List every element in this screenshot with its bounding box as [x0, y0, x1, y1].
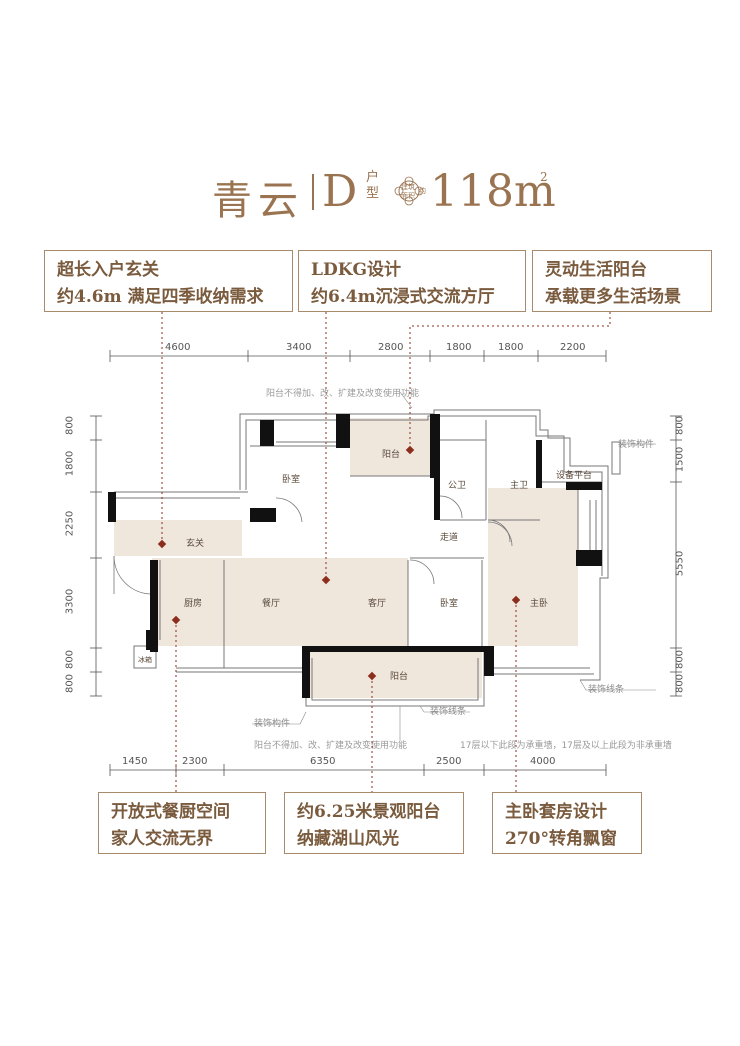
feature-box-master-suite: 主卧套房设计 270°转角飘窗 — [492, 792, 642, 854]
flower-badge-icon — [394, 176, 424, 206]
feature-box-ldkg: LDKG设计 约6.4m沉浸式交流方厅 — [298, 250, 526, 312]
note-wall: 17层以下此段为承重墙，17层及以上此段为非承重墙 — [460, 741, 672, 751]
dim-left-2: 1800 — [64, 450, 76, 477]
dim-left-3: 2250 — [64, 510, 76, 537]
room-bedroom-3: 卧室 — [440, 599, 459, 609]
fill-balcony-bottom — [310, 652, 482, 698]
feature-line1: 开放式餐厨空间 — [111, 802, 230, 822]
tag-deco-component-right: 装饰构件 — [618, 440, 655, 450]
badge-side: 约 — [419, 187, 426, 195]
feature-line2: 约4.6m 满足四季收纳需求 — [57, 287, 264, 307]
feature-box-entry: 超长入户玄关 约4.6m 满足四季收纳需求 — [44, 250, 293, 312]
area-value: 118m — [430, 166, 556, 217]
project-name: 青云 — [212, 178, 304, 224]
tag-deco-line-bottom: 装饰线条 — [430, 707, 467, 717]
dim-top-6: 2200 — [560, 342, 586, 353]
feature-box-kitchen: 开放式餐厨空间 家人交流无界 — [98, 792, 266, 854]
dim-right-3: 5550 — [674, 550, 686, 577]
doors — [113, 495, 513, 595]
room-master-bedroom: 主卧 — [530, 599, 549, 609]
feature-line2: 纳藏湖山风光 — [297, 829, 399, 849]
feature-box-balcony: 灵动生活阳台 承载更多生活场景 — [532, 250, 712, 312]
dim-bottom-5: 4000 — [530, 756, 556, 767]
area-superscript: 2 — [540, 170, 548, 184]
title-divider — [312, 174, 314, 210]
room-fills — [114, 418, 578, 698]
dim-bottom-1: 1450 — [122, 756, 148, 767]
fill-living-dining — [152, 558, 408, 646]
dim-top-3: 2800 — [378, 342, 404, 353]
leader-lines — [161, 312, 611, 792]
note-top-balcony: 阳台不得加、改、扩建及改变使用功能 — [266, 389, 420, 399]
tag-deco-component-left: 装饰构件 — [254, 719, 291, 729]
dim-bottom-3: 6350 — [310, 756, 336, 767]
area-badge: 建筑 面积 约 — [392, 174, 426, 208]
feature-line1: 灵动生活阳台 — [545, 260, 647, 280]
feature-line2: 家人交流无界 — [111, 829, 213, 849]
fill-master — [488, 488, 578, 646]
dim-bottom-2: 2300 — [182, 756, 208, 767]
room-balcony-top: 阳台 — [382, 450, 401, 460]
dim-top-5: 1800 — [498, 342, 524, 353]
feature-line2: 承载更多生活场景 — [545, 287, 681, 307]
room-corridor: 走道 — [440, 533, 459, 543]
badge-line1: 建筑 — [401, 183, 415, 191]
room-bedroom-2: 卧室 — [282, 475, 301, 485]
feature-box-view-balcony: 约6.25米景观阳台 纳藏湖山风光 — [284, 792, 464, 854]
room-balcony-bottom: 阳台 — [390, 672, 409, 682]
unit-type-suffix: 户型 — [366, 170, 380, 201]
tag-deco-line-right: 装饰线条 — [588, 685, 625, 695]
room-public-bath: 公卫 — [448, 481, 467, 491]
dim-top-2: 3400 — [286, 342, 312, 353]
room-entry: 玄关 — [186, 539, 205, 549]
feature-line1: 约6.25米景观阳台 — [297, 802, 441, 822]
unit-type-letter: D — [322, 166, 358, 217]
fill-balcony-top — [350, 418, 430, 476]
dim-bottom-4: 2500 — [436, 756, 462, 767]
dim-top-1: 4600 — [165, 342, 191, 353]
room-master-bath: 主卫 — [510, 481, 529, 491]
dimension-lines — [90, 350, 682, 776]
heavy-walls — [108, 414, 602, 698]
tag-leaders — [252, 391, 656, 740]
room-dining: 餐厅 — [262, 599, 281, 609]
badge-line2: 面积 — [401, 192, 415, 200]
fill-entry — [114, 520, 242, 556]
feature-line1: 超长入户玄关 — [57, 260, 159, 280]
dim-right-2: 1500 — [674, 446, 686, 473]
feature-line1: LDKG设计 — [311, 260, 401, 280]
dim-right-5: 800 — [674, 673, 686, 694]
room-kitchen: 厨房 — [184, 599, 203, 609]
room-fridge: 冰箱 — [138, 656, 152, 664]
dim-left-4: 3300 — [64, 588, 76, 615]
feature-line2: 约6.4m沉浸式交流方厅 — [311, 287, 495, 307]
feature-line1: 主卧套房设计 — [505, 802, 607, 822]
feature-line2: 270°转角飘窗 — [505, 829, 617, 849]
room-equipment: 设备平台 — [556, 471, 593, 481]
room-living: 客厅 — [368, 599, 387, 609]
dim-left-1: 800 — [64, 415, 76, 436]
dim-left-6: 800 — [64, 673, 76, 694]
note-bottom-balcony: 阳台不得加、改、扩建及改变使用功能 — [254, 741, 408, 751]
dim-top-4: 1800 — [446, 342, 472, 353]
